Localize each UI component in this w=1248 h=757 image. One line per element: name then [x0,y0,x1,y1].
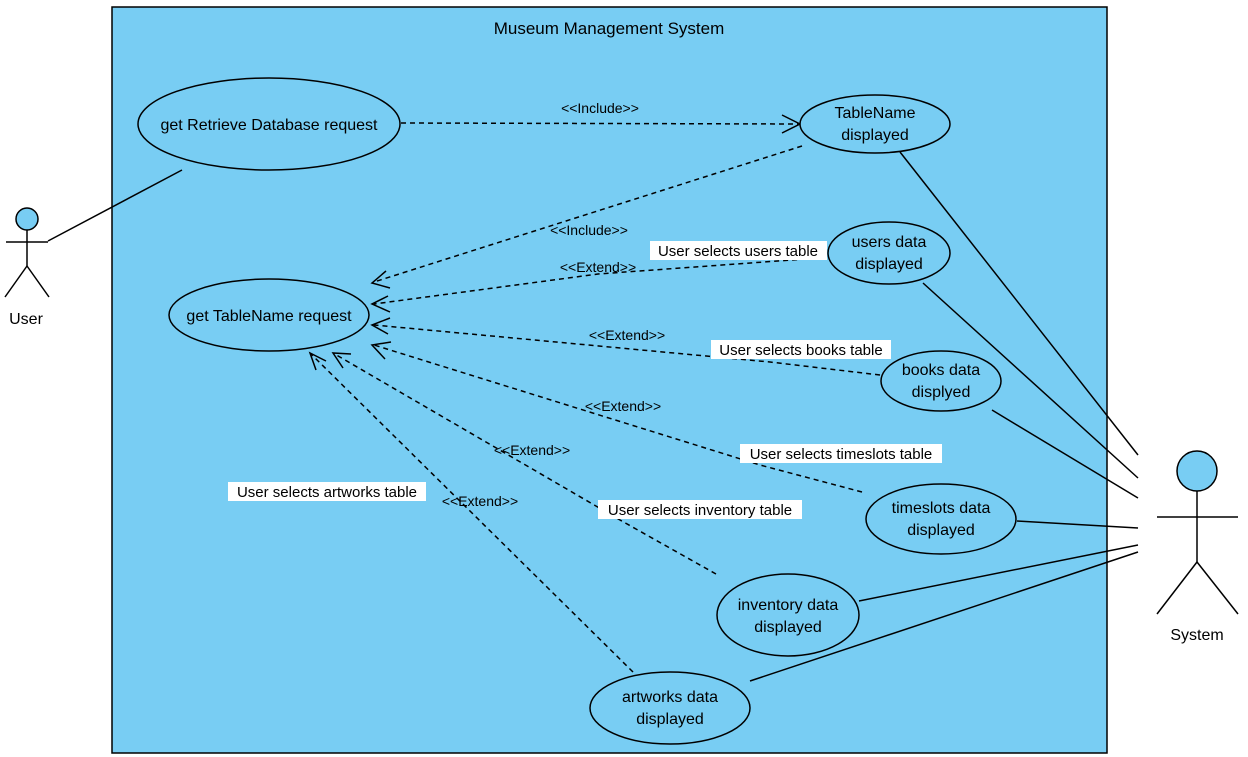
arrowhead-icon [370,341,392,360]
stereotype-extend-timeslots: <<Extend>> [585,398,661,414]
use-case-artworks-data-displayed: artworks data displayed [589,671,751,745]
use-case-get-tablename-request: get TableName request [168,278,370,352]
use-case-label: timeslots data [892,500,991,517]
stereotype-extend-books: <<Extend>> [589,327,665,343]
use-case-label: inventory data [738,597,839,614]
use-case-ellipse [865,483,1017,555]
stereotype-extend-inventory: <<Extend>> [494,442,570,458]
association-system-artworks [749,551,1139,682]
condition-label: User selects users table [658,243,818,260]
arrowhead-icon [370,317,391,335]
extend-line [309,352,634,673]
association-user-retrieve [47,169,183,242]
relation-extend-books [370,317,881,376]
system-boundary-title: Museum Management System [494,19,725,38]
stereotype-extend-users: <<Extend>> [560,259,636,275]
use-case-tablename-displayed: TableName displayed [799,94,951,154]
use-case-ellipse [827,221,951,285]
arrowhead-icon [308,351,327,371]
condition-users: User selects users table [650,241,827,260]
actor-user-right-leg [26,265,50,298]
actor-user-left-leg [4,265,28,298]
extend-line [373,324,881,376]
association-system-tablename [899,151,1139,456]
use-case-label: artworks data [622,689,718,706]
arrowhead-icon [370,270,391,289]
condition-label: User selects artworks table [237,484,417,501]
arrowhead-icon [331,352,352,369]
use-case-label: displyed [912,384,971,401]
arrowhead-icon [370,295,391,313]
condition-artworks: User selects artworks table [228,482,426,501]
use-case-ellipse [716,573,860,657]
use-case-label: books data [902,362,980,379]
condition-label: User selects timeslots table [750,446,933,463]
condition-background [740,444,942,463]
stereotype-include-top: <<Include>> [561,100,639,116]
relation-extend-timeslots [370,341,863,493]
use-case-ellipse [589,671,751,745]
use-case-inventory-data-displayed: inventory data displayed [716,573,860,657]
condition-background [228,482,426,501]
association-system-timeslots [1016,520,1139,529]
association-system-users [922,282,1139,479]
use-case-label: displayed [841,127,909,144]
actor-system-label: System [1170,627,1223,644]
actor-user-label: User [9,311,43,328]
actor-system-left-leg [1156,561,1198,615]
relation-extend-artworks [308,351,634,673]
actor-system-right-leg [1196,561,1239,615]
use-case-label: displayed [636,711,704,728]
use-case-label: displayed [855,256,923,273]
condition-background [598,500,802,519]
use-case-ellipse [880,350,1002,412]
condition-background [711,340,891,359]
actor-system-head [1176,450,1218,492]
actor-user-head [15,207,39,231]
use-case-get-retrieve-database-request: get Retrieve Database request [137,77,401,171]
include-line [373,145,803,283]
use-case-ellipse [799,94,951,154]
use-case-label: displayed [754,619,822,636]
association-system-inventory [858,544,1139,602]
actor-system: System [1156,450,1239,644]
association-system-books [991,409,1139,499]
relation-extend-users [370,256,834,313]
extend-line [373,256,834,305]
use-case-label: displayed [907,522,975,539]
stereotype-extend-artworks: <<Extend>> [442,493,518,509]
use-case-label: TableName [835,105,916,122]
actor-user: User [4,207,50,328]
condition-books: User selects books table [711,340,891,359]
condition-inventory: User selects inventory table [598,500,802,519]
use-case-label: users data [852,234,927,251]
relation-extend-inventory [331,352,717,575]
condition-label: User selects inventory table [608,502,792,519]
use-case-timeslots-data-displayed: timeslots data displayed [865,483,1017,555]
condition-background [650,241,827,260]
condition-timeslots: User selects timeslots table [740,444,942,463]
use-case-ellipse [137,77,401,171]
use-case-ellipse [168,278,370,352]
stereotype-include-diagonal: <<Include>> [550,222,628,238]
use-case-label: get TableName request [186,308,352,325]
use-case-books-data-displyed: books data displyed [880,350,1002,412]
use-case-label: get Retrieve Database request [160,117,378,134]
use-case-users-data-displayed: users data displayed [827,221,951,285]
extend-line [332,352,717,575]
condition-label: User selects books table [719,342,882,359]
relation-include-tablename-get [370,145,803,289]
include-line [400,122,799,125]
